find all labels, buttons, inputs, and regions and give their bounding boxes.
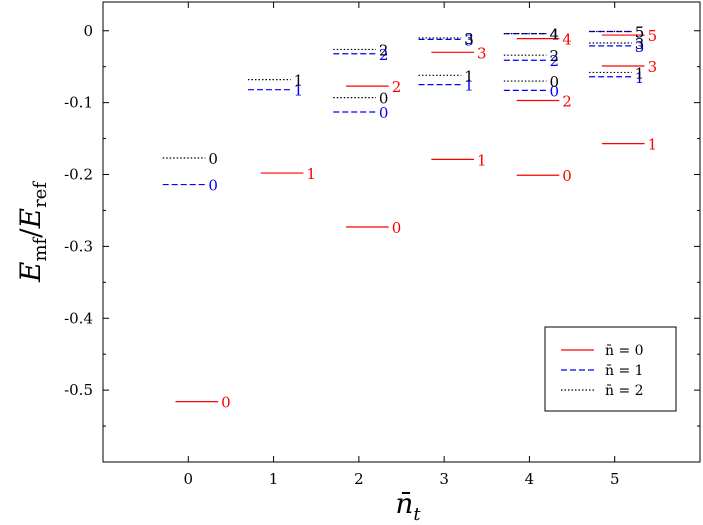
- y-label-num-sub: mf: [30, 236, 51, 261]
- level-label-s0-p11: 5: [648, 27, 658, 45]
- x-tick-label-3: 3: [439, 470, 449, 488]
- level-label-s1-p3: 2: [379, 46, 389, 64]
- level-label-s2-p5: 3: [464, 30, 474, 48]
- x-axis-label: n̄t: [395, 487, 421, 525]
- x-tick-label-5: 5: [610, 470, 620, 488]
- x-label-sub: t: [413, 504, 421, 525]
- level-label-s2-p9: 1: [635, 64, 645, 82]
- y-label-slash: /: [14, 228, 47, 238]
- level-label-s0-p1: 1: [306, 165, 316, 183]
- plot-frame: [102, 1, 701, 463]
- legend-label-n0: n̄ = 0: [605, 343, 644, 359]
- level-label-s0-p10: 3: [648, 58, 658, 76]
- level-label-s0-p7: 2: [562, 92, 572, 110]
- level-label-s1-p1: 1: [294, 82, 304, 100]
- level-label-s2-p10: 3: [635, 35, 645, 53]
- y-label-den-sub: ref: [30, 181, 51, 208]
- level-label-s1-p10: 3: [635, 38, 645, 56]
- level-label-s1-p6: 0: [549, 82, 559, 100]
- legend-box: [544, 326, 677, 412]
- level-label-s1-p4: 1: [464, 77, 474, 95]
- level-label-s2-p7: 2: [549, 47, 559, 65]
- axis-ticks: 0 1 2 3 4 5 0 -0.1 -0.2 -0.3 -0.4 -0.5: [64, 2, 700, 488]
- y-label-num: E: [14, 262, 47, 283]
- x-tick-label-4: 4: [525, 470, 535, 488]
- level-label-s1-p7: 2: [549, 52, 559, 70]
- x-tick-label-2: 2: [354, 470, 364, 488]
- level-label-s0-p4: 1: [477, 151, 487, 169]
- y-tick-label-0: 0: [83, 22, 93, 40]
- level-label-s2-p2: 0: [379, 90, 389, 108]
- y-tick-label-3: -0.3: [64, 237, 93, 255]
- level-label-s0-p3: 2: [392, 78, 402, 96]
- legend: n̄ = 0 n̄ = 1 n̄ = 2: [544, 326, 677, 412]
- x-tick-label-1: 1: [269, 470, 279, 488]
- level-marks: [162, 30, 645, 403]
- y-label-den: E: [14, 208, 47, 229]
- level-label-s1-p2: 0: [379, 104, 389, 122]
- level-label-s0-p8: 4: [562, 31, 572, 49]
- level-label-s0-p6: 0: [562, 167, 572, 185]
- legend-label-n1: n̄ = 1: [605, 363, 644, 379]
- y-tick-label-4: -0.4: [64, 309, 93, 327]
- level-label-s2-p4: 1: [464, 67, 474, 85]
- y-axis-label: Emf/Eref: [14, 181, 51, 283]
- x-label-base: n̄: [395, 487, 413, 520]
- level-label-s2-p0: 0: [208, 150, 218, 168]
- level-label-s1-p8: 4: [549, 26, 559, 44]
- level-label-s0-p2: 0: [392, 219, 402, 237]
- y-tick-label-5: -0.5: [64, 381, 93, 399]
- y-tick-label-1: -0.1: [64, 94, 93, 112]
- level-label-s1-p11: 5: [635, 23, 645, 41]
- level-label-s2-p6: 0: [549, 73, 559, 91]
- level-label-s0-p5: 3: [477, 44, 487, 62]
- level-label-s2-p8: 4: [549, 26, 559, 44]
- level-label-s1-p0: 0: [208, 177, 218, 195]
- level-label-s2-p3: 2: [379, 41, 389, 59]
- level-label-s0-p9: 1: [648, 136, 658, 154]
- level-label-s0-p0: 0: [221, 394, 231, 412]
- level-label-s2-p11: 5: [635, 23, 645, 41]
- level-label-s1-p9: 1: [635, 69, 645, 87]
- y-tick-label-2: -0.2: [64, 166, 93, 184]
- legend-label-n2: n̄ = 2: [605, 383, 644, 399]
- level-label-s1-p5: 3: [464, 31, 474, 49]
- x-tick-label-0: 0: [184, 470, 194, 488]
- level-label-s2-p1: 1: [294, 72, 304, 90]
